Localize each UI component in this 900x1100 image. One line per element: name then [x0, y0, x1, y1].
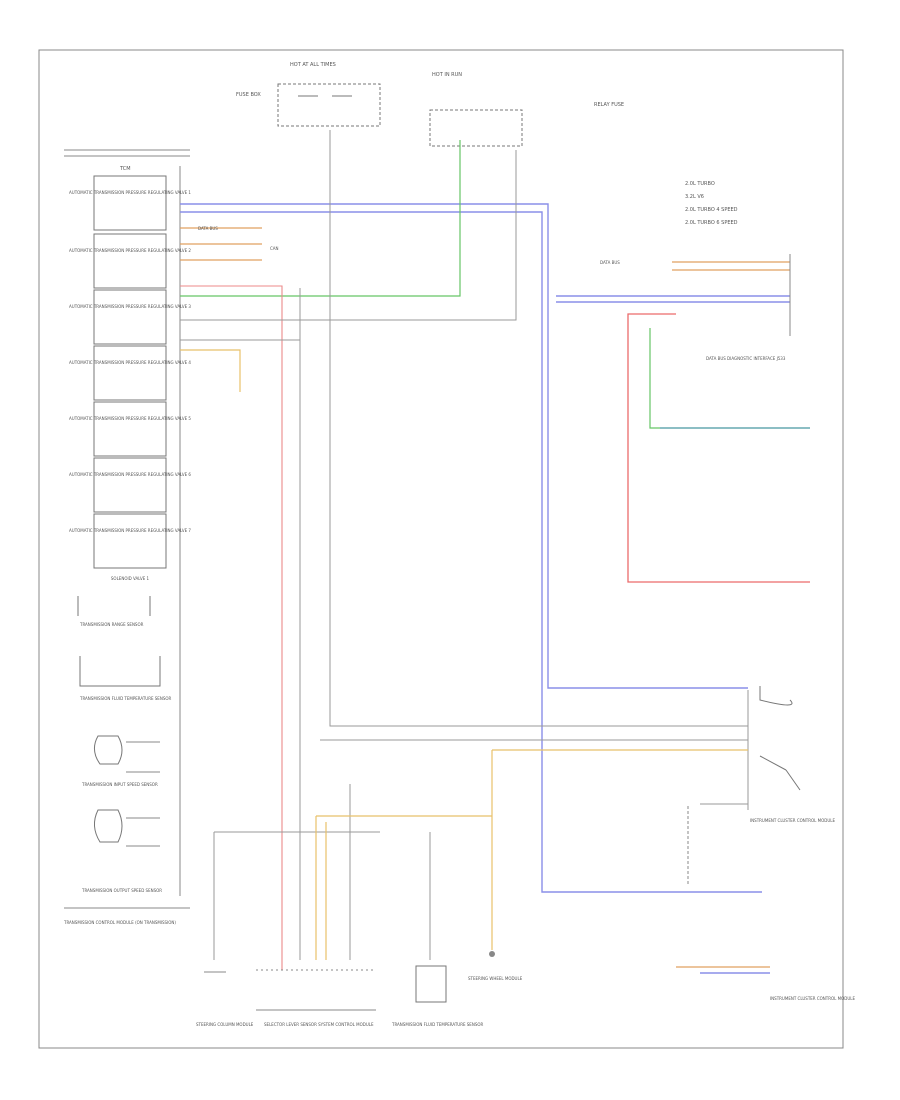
label-data-bus-right: DATA BUS: [600, 260, 620, 265]
diagram-border: [38, 49, 844, 1049]
bottom-components: STEERING COLUMN MODULE SELECTOR LEVER SE…: [196, 951, 855, 1027]
tcm-title: TCM: [119, 166, 131, 172]
switch-module: INSTRUMENT CLUSTER CONTROL MODULE: [687, 686, 835, 884]
legend: 2.0L TURBO 3.2L V6 2.0L TURBO 4 SPEED 2.…: [685, 181, 738, 226]
wire-gray: [180, 130, 749, 960]
sensor-label-output-speed: TRANSMISSION OUTPUT SPEED SENSOR: [81, 888, 162, 893]
valve-label: AUTOMATIC TRANSMISSION PRESSURE REGULATI…: [69, 416, 191, 421]
label-relay-fuse: RELAY FUSE: [594, 102, 624, 108]
valve-label: AUTOMATIC TRANSMISSION PRESSURE REGULATI…: [69, 190, 191, 195]
fuse-box-right: HOT IN RUN RELAY FUSE: [429, 72, 624, 147]
tcm-footer-label: TRANSMISSION CONTROL MODULE (ON TRANSMIS…: [63, 920, 176, 925]
legend-item: 2.0L TURBO 6 SPEED: [685, 220, 738, 226]
right-connector-block: DATA BUS DATA BUS DIAGNOSTIC INTERFACE J…: [600, 254, 791, 361]
label-instrument: INSTRUMENT CLUSTER CONTROL MODULE: [750, 818, 835, 823]
valve-label: AUTOMATIC TRANSMISSION PRESSURE REGULATI…: [69, 360, 191, 365]
fuse-box-left: HOT AT ALL TIMES FUSE BOX: [236, 62, 381, 127]
wire-orange-rows: [180, 227, 790, 968]
label-gateway: DATA BUS DIAGNOSTIC INTERFACE J533: [706, 356, 786, 361]
legend-item: 2.0L TURBO 4 SPEED: [685, 207, 738, 213]
valve-label: AUTOMATIC TRANSMISSION PRESSURE REGULATI…: [69, 248, 191, 253]
wire-yellow: [180, 349, 748, 960]
sensor-label-input-speed: TRANSMISSION INPUT SPEED SENSOR: [81, 782, 158, 787]
legend-item: 2.0L TURBO: [685, 181, 715, 187]
valve-label: AUTOMATIC TRANSMISSION PRESSURE REGULATI…: [69, 528, 191, 533]
sensor-label-fluid-temp: TRANSMISSION FLUID TEMPERATURE SENSOR: [79, 696, 172, 701]
connector-label: DATA BUS: [198, 226, 218, 231]
sensor-label-range: TRANSMISSION RANGE SENSOR: [79, 622, 144, 627]
legend-item: 3.2L V6: [685, 194, 704, 200]
tcm-module: TCM AUTOMATIC TRANSMISSION PRESSURE REGU…: [63, 149, 191, 925]
wire-green: [180, 140, 461, 297]
connector-label: CAN: [270, 246, 279, 251]
valve-label: AUTOMATIC TRANSMISSION PRESSURE REGULATI…: [69, 304, 191, 309]
wires: [180, 130, 810, 974]
bottom-label: STEERING WHEEL MODULE: [468, 976, 523, 981]
label-hot-in-run: HOT IN RUN: [432, 72, 462, 78]
bottom-label: TRANSMISSION FLUID TEMPERATURE SENSOR: [391, 1022, 484, 1027]
wire-blue-bus: [180, 203, 790, 974]
wire-red-right: [627, 313, 810, 583]
wire-red-left: [180, 285, 283, 970]
label-fuse-box: FUSE BOX: [236, 92, 261, 98]
bottom-label: STEERING COLUMN MODULE: [196, 1022, 254, 1027]
label-hot-at-all-times: HOT AT ALL TIMES: [290, 62, 336, 68]
solenoid-label: SOLENOID VALVE 1: [111, 576, 150, 581]
wire-green-right: [649, 328, 810, 429]
bottom-label: INSTRUMENT CLUSTER CONTROL MODULE: [770, 996, 855, 1001]
bottom-label: SELECTOR LEVER SENSOR SYSTEM CONTROL MOD…: [264, 1022, 374, 1027]
valve-label: AUTOMATIC TRANSMISSION PRESSURE REGULATI…: [69, 472, 191, 477]
